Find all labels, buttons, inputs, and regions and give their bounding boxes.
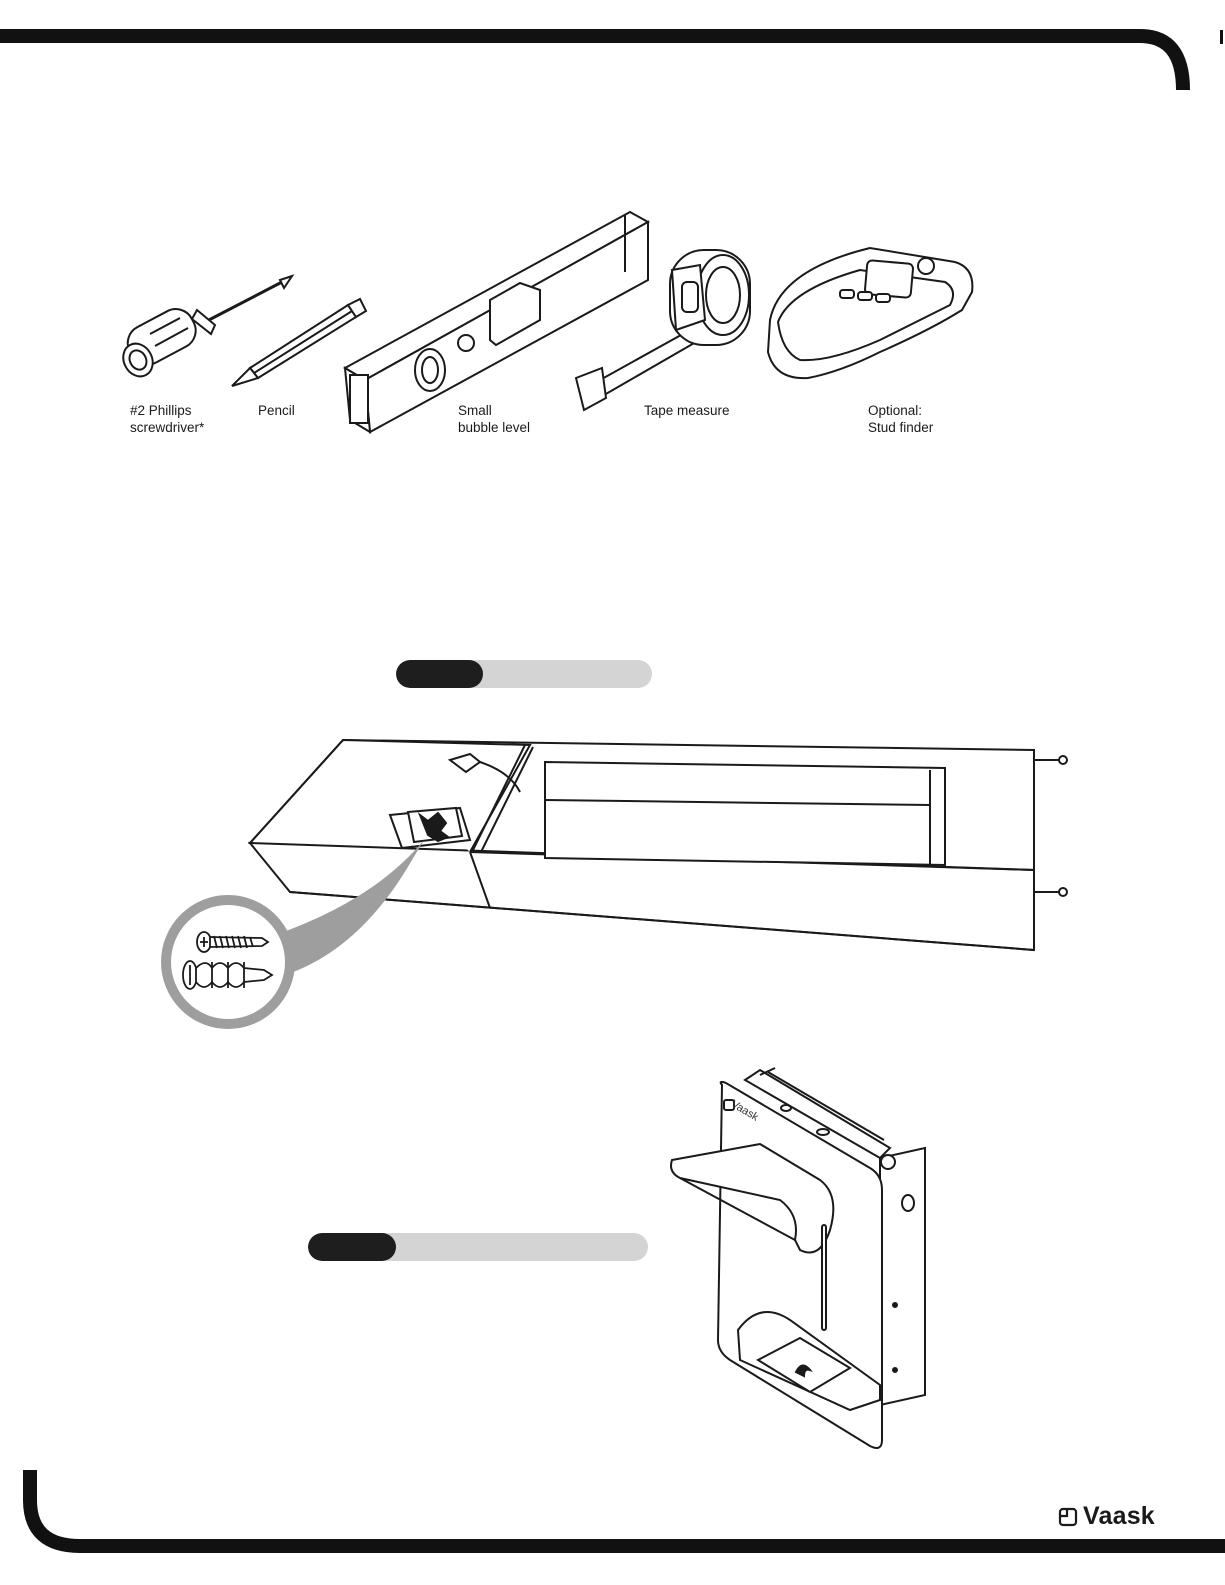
footer-brand: Vaask: [1057, 1502, 1155, 1531]
footer-brand-text: Vaask: [1083, 1502, 1155, 1531]
vaask-logo-icon: [1057, 1506, 1079, 1528]
wall-unit: [671, 1068, 925, 1448]
